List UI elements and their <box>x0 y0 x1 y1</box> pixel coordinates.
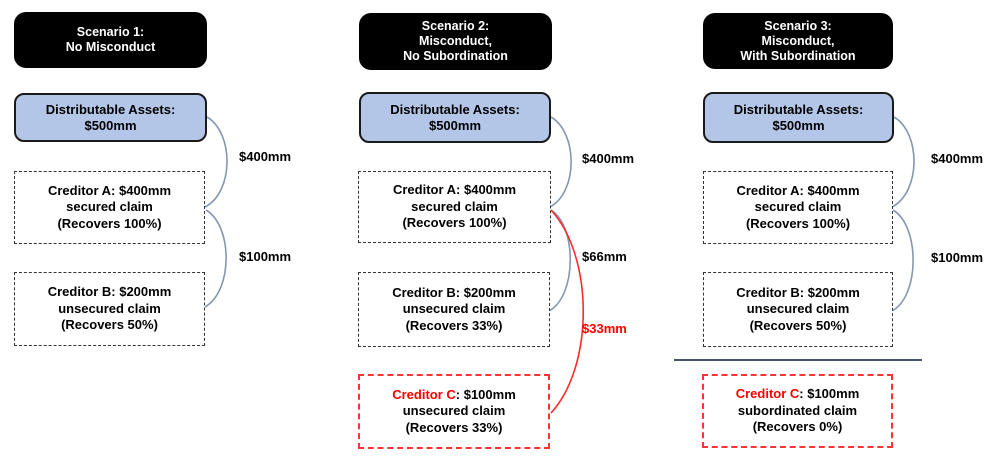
scenario-3-creditor-a-box: Creditor A: $400mm secured claim (Recove… <box>703 171 893 244</box>
s2-flow-label-400mm: $400mm <box>582 151 635 166</box>
creditor-amount: : $200mm <box>799 284 860 300</box>
scenario-2-creditor-c-box: Creditor C: $100mm unsecured claim (Reco… <box>358 374 550 449</box>
creditor-amount: : $200mm <box>111 284 172 300</box>
scenario-3-header-line-1: Scenario 3: <box>764 18 832 33</box>
scenario-1-distributable-assets-box: Distributable Assets: $500mm <box>14 93 207 142</box>
scenario-3-creditor-c-box: Creditor C: $100mm subordinated claim (R… <box>702 374 893 448</box>
scenario-3-header: Scenario 3: Misconduct, With Subordinati… <box>703 13 893 69</box>
creditor-amount: : $200mm <box>455 284 516 300</box>
creditor-amount: : $400mm <box>456 182 517 198</box>
creditor-type-line: unsecured claim <box>58 300 161 316</box>
creditor-amount: : $100mm <box>455 386 516 402</box>
creditor-recovery-line: (Recovers 100%) <box>57 215 162 231</box>
scenario-3-distributable-assets-box: Distributable Assets: $500mm <box>703 92 894 143</box>
creditor-name: Creditor B <box>736 284 800 300</box>
creditor-amount: : $400mm <box>111 182 172 198</box>
scenario-1-header: Scenario 1: No Misconduct <box>14 12 207 68</box>
creditor-name: Creditor B <box>392 284 456 300</box>
creditor-recovery-line: (Recovers 50%) <box>749 317 847 333</box>
scenario-2-header-line-2: Misconduct, <box>419 34 492 48</box>
creditor-type-line: unsecured claim <box>402 403 506 419</box>
scenario-3-header-line-3: With Subordination <box>740 48 856 63</box>
scenario-2-distributable-assets-box: Distributable Assets: $500mm <box>359 92 551 143</box>
s3-flow-label-400mm: $400mm <box>931 151 984 166</box>
creditor-title-line: Creditor B: $200mm <box>392 285 516 302</box>
scenario-2-creditor-a-box: Creditor A: $400mm secured claim (Recove… <box>358 171 551 243</box>
assets-label: Distributable Assets: <box>390 101 520 117</box>
scenario-1-creditor-a-box: Creditor A: $400mm secured claim (Recove… <box>14 171 205 244</box>
s3-flow-label-100mm: $100mm <box>931 250 984 265</box>
s2-arc-assets-to-creditor-a <box>549 116 572 208</box>
scenario-1-creditor-b-box: Creditor B: $200mm unsecured claim (Reco… <box>14 272 205 346</box>
scenario-3-header-line-2: Misconduct, <box>761 33 835 48</box>
creditor-recovery-line: (Recovers 33%) <box>405 419 503 435</box>
creditor-name: Creditor C <box>392 386 456 402</box>
s3-arc-assets-to-creditor-a <box>891 116 915 208</box>
s2-arc-creditor-a-to-creditor-c <box>550 209 585 414</box>
creditor-title-line: Creditor A: $400mm <box>736 183 859 200</box>
creditor-name: Creditor C <box>735 386 800 402</box>
scenario-3-creditor-b-box: Creditor B: $200mm unsecured claim (Reco… <box>703 272 893 347</box>
creditor-name: Creditor B <box>47 284 112 300</box>
scenario-2-header-line-1: Scenario 2: <box>421 19 490 33</box>
s3-arc-creditor-a-to-creditor-b <box>891 209 914 312</box>
scenario-2-header: Scenario 2: Misconduct, No Subordination <box>359 13 552 70</box>
creditor-type-line: secured claim <box>411 198 498 214</box>
scenario-1-header-line-2: No Misconduct <box>65 40 156 54</box>
scenario-2-creditor-b-box: Creditor B: $200mm unsecured claim (Reco… <box>358 272 550 347</box>
creditor-name: Creditor A <box>736 182 800 198</box>
creditor-type-line: secured claim <box>754 199 842 215</box>
creditor-recovery-line: (Recovers 50%) <box>61 317 158 333</box>
creditor-title-line: Creditor A: $400mm <box>48 183 171 200</box>
creditor-recovery-line: (Recovers 0%) <box>752 419 843 435</box>
scenario-1-header-line-1: Scenario 1: <box>76 25 145 39</box>
s1-arc-assets-to-creditor-a <box>204 116 228 208</box>
creditor-amount: : $400mm <box>799 182 860 198</box>
assets-label: Distributable Assets: <box>45 101 176 117</box>
s2-flow-label-66mm: $66mm <box>582 249 627 264</box>
creditor-title-line: Creditor C: $100mm <box>736 386 860 403</box>
s2-arc-creditor-a-to-creditor-b <box>548 209 572 312</box>
creditor-type-line: unsecured claim <box>746 301 850 317</box>
creditor-title-line: Creditor A: $400mm <box>393 182 516 199</box>
creditor-title-line: Creditor B: $200mm <box>736 285 860 302</box>
s1-flow-label-400mm: $400mm <box>239 149 292 164</box>
creditor-recovery-line: (Recovers 100%) <box>402 215 507 231</box>
creditor-type-line: secured claim <box>66 199 153 215</box>
s1-flow-label-100mm: $100mm <box>239 249 292 264</box>
scenario-2-header-line-3: No Subordination <box>403 49 508 63</box>
assets-label: Distributable Assets: <box>733 101 864 117</box>
creditor-type-line: unsecured claim <box>402 301 506 317</box>
creditor-recovery-line: (Recovers 100%) <box>745 215 851 231</box>
s2-flow-label-33mm: $33mm <box>582 321 627 336</box>
creditor-type-line: subordinated claim <box>737 402 858 418</box>
creditor-amount: : $100mm <box>799 386 860 402</box>
creditor-title-line: Creditor B: $200mm <box>48 284 172 301</box>
s1-arc-creditor-a-to-creditor-b <box>204 209 227 308</box>
assets-amount: $500mm <box>84 117 137 133</box>
creditor-name: Creditor A <box>392 182 457 198</box>
creditor-recovery-line: (Recovers 33%) <box>405 317 503 333</box>
assets-amount: $500mm <box>772 117 825 133</box>
assets-amount: $500mm <box>428 117 482 133</box>
creditor-title-line: Creditor C: $100mm <box>392 387 516 404</box>
creditor-name: Creditor A <box>47 182 112 198</box>
